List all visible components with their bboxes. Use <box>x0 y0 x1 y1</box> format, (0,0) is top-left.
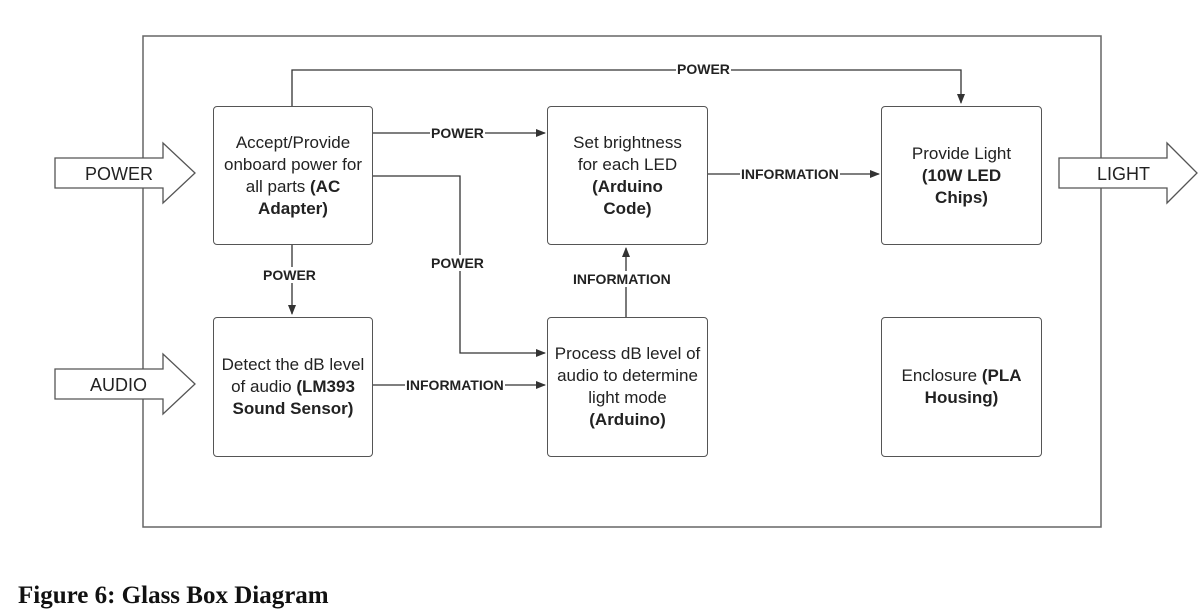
block-light-component: (10W LED Chips) <box>921 165 1002 207</box>
block-enclosure-component: (PLA Housing) <box>924 366 1022 407</box>
block-processing: Process dB level of audio to determine l… <box>547 317 708 457</box>
block-sound-sensor: Detect the dB level of audio (LM393 Soun… <box>213 317 373 457</box>
block-enclosure: Enclosure (PLA Housing) <box>881 317 1042 457</box>
audio-input-arrow <box>54 352 196 416</box>
label-sensor-to-processing: INFORMATION <box>405 377 505 393</box>
light-output-arrow <box>1058 141 1198 205</box>
block-light-text: Provide Light <box>911 143 1012 163</box>
block-enclosure-text: Enclosure <box>901 366 982 385</box>
block-arduino-code-text: Set brightness for each LED <box>573 132 682 174</box>
block-sound-sensor-text: Detect the dB level of audio <box>221 355 365 396</box>
block-processing-text: Process dB level of audio to determine l… <box>554 344 701 407</box>
label-power-to-sensor: POWER <box>262 267 317 283</box>
label-power-to-processing: POWER <box>430 255 485 271</box>
block-arduino-code: Set brightness for each LED (Arduino Cod… <box>547 106 708 245</box>
block-sound-sensor-component: (LM393 Sound Sensor) <box>232 377 355 418</box>
block-power-supply-component: (AC Adapter) <box>258 176 341 218</box>
light-output-label: LIGHT <box>1097 164 1151 184</box>
glass-box-diagram: POWER AUDIO LIGHT Accept/Provide onboard… <box>54 35 1198 528</box>
power-input-label: POWER <box>85 164 154 184</box>
connector-power-to-light <box>291 69 965 106</box>
label-processing-to-code: INFORMATION <box>572 271 672 287</box>
block-power-supply: Accept/Provide onboard power for all par… <box>213 106 373 245</box>
block-light: Provide Light (10W LED Chips) <box>881 106 1042 245</box>
block-arduino-code-component: (Arduino Code) <box>592 176 663 218</box>
label-code-to-light: INFORMATION <box>740 166 840 182</box>
audio-input-label: AUDIO <box>90 375 148 395</box>
block-processing-component: (Arduino) <box>589 410 666 429</box>
system-boundary-frame <box>142 35 1102 528</box>
label-top-power: POWER <box>676 61 731 77</box>
figure-caption: Figure 6: Glass Box Diagram <box>18 582 329 609</box>
power-input-arrow <box>54 141 196 205</box>
block-power-supply-text: Accept/Provide onboard power for all par… <box>224 132 362 196</box>
label-power-to-code: POWER <box>430 125 485 141</box>
